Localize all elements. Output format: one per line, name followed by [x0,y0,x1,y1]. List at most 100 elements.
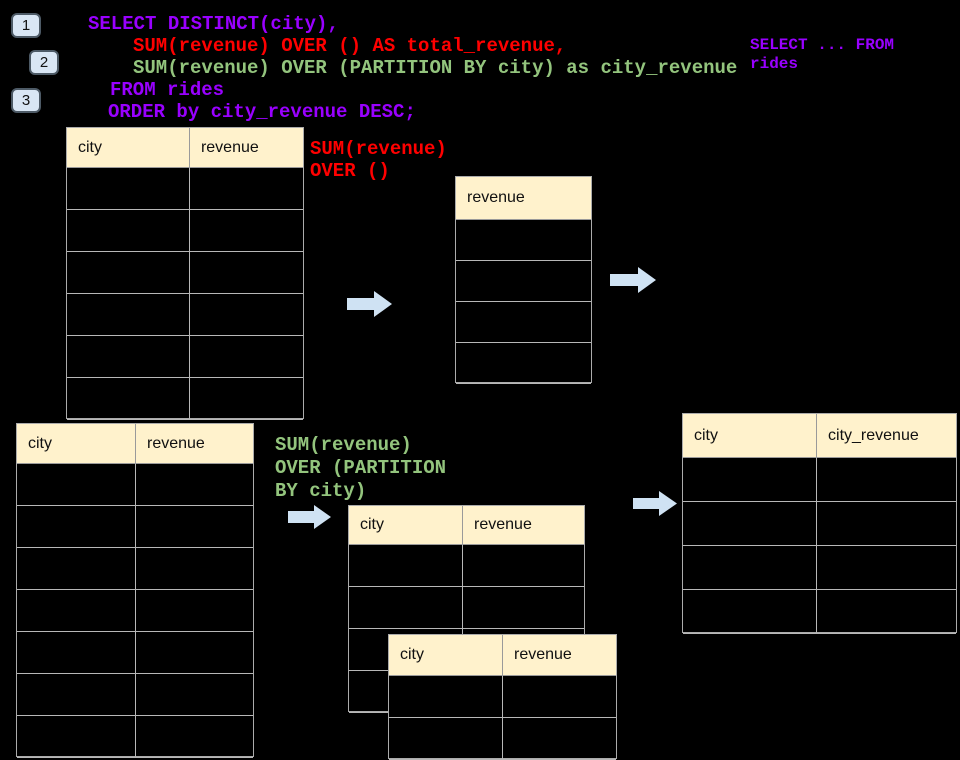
table-cell-empty [389,676,503,717]
table-cell-empty [67,210,190,251]
table-row [17,548,253,590]
table-cell-empty [190,168,303,209]
table-row [67,210,303,252]
table-row [456,302,591,343]
sql-abbrev-line2: rides [750,55,799,73]
table-row [67,252,303,294]
table-cell-empty [17,716,136,757]
table-row [67,168,303,210]
table-row [17,674,253,716]
table-cell-empty [17,548,136,589]
table-cell-empty [683,590,818,633]
table-cell-empty [136,506,253,547]
step-badge-label: 3 [21,92,31,109]
arrow-right-icon [347,291,392,317]
annotation-total-line1: SUM(revenue) [310,138,447,160]
table-row [17,464,253,506]
column-header-city: city [349,506,464,544]
table-cell-empty [136,716,253,757]
table-cell-empty [190,210,303,251]
table-row [17,506,253,548]
table-cell-empty [17,674,136,715]
step-badge-label: 1 [21,17,31,34]
table-row [67,336,303,378]
table-cell-empty [503,676,616,717]
column-header-city: city [683,414,818,457]
table-cell-empty [17,506,136,547]
table-row [389,676,616,718]
table-row [349,587,584,629]
table-header-row: city revenue [389,635,616,676]
table-cell-empty [17,632,136,673]
annotation-partition-line2: OVER (PARTITION [275,457,447,479]
table-row [349,545,584,587]
table-row [456,220,591,261]
table-row [683,546,956,590]
table-cell-empty [136,548,253,589]
table-cell-empty [683,458,818,501]
table-header-row: city city_revenue [683,414,956,458]
annotation-total-line2: OVER () [310,160,390,182]
table-cell-empty [190,378,303,419]
table-source-top: city revenue [66,127,304,420]
table-row [17,716,253,758]
table-row [17,632,253,674]
table-row [67,294,303,336]
step-badge-label: 2 [39,54,49,71]
table-cell-empty [190,336,303,377]
table-cell-empty [67,294,190,335]
table-cell-empty [136,590,253,631]
table-cell-empty [456,220,591,260]
column-header-city: city [17,424,136,463]
table-cell-empty [817,546,956,589]
step-badge-2: 2 [29,50,59,75]
sql-line-from: FROM rides [110,79,225,101]
table-cell-empty [136,674,253,715]
sql-line-order: ORDER by city_revenue DESC; [108,101,416,123]
column-header-city: city [67,128,190,167]
table-revenue-only: revenue [455,176,592,384]
table-cell-empty [683,502,818,545]
table-cell-empty [456,343,591,383]
column-header-revenue: revenue [514,646,572,663]
arrow-right-icon [633,491,677,516]
table-row [456,343,591,384]
table-cell-empty [67,336,190,377]
table-cell-empty [463,587,584,628]
table-cell-empty [503,718,616,759]
table-row [389,718,616,760]
sql-line-partition: SUM(revenue) OVER (PARTITION BY city) as… [133,57,738,79]
table-cell-empty [463,545,584,586]
table-cell-empty [136,632,253,673]
table-cell-empty [817,458,956,501]
table-header-row: city revenue [17,424,253,464]
table-cell-empty [136,464,253,505]
column-header-revenue: revenue [147,434,205,452]
arrow-right-icon [288,505,331,529]
table-cell-empty [190,252,303,293]
column-header-city-revenue: city_revenue [828,426,919,444]
column-header-revenue: revenue [474,516,532,533]
table-row [683,502,956,546]
table-cell-empty [817,590,956,633]
table-cell-empty [17,590,136,631]
table-header-row: revenue [456,177,591,220]
table-cell-empty [67,252,190,293]
table-cell-empty [349,587,464,628]
step-badge-1: 1 [11,13,41,38]
table-result: city city_revenue [682,413,957,634]
table-header-row: city revenue [67,128,303,168]
arrow-right-icon [610,267,656,293]
sql-line-total: SUM(revenue) OVER () AS total_revenue, [133,35,567,57]
table-cell-empty [67,168,190,209]
step-badge-3: 3 [11,88,41,113]
table-partition-overlay: city revenue [388,634,617,760]
table-cell-empty [683,546,818,589]
table-cell-empty [389,718,503,759]
table-row [67,378,303,420]
table-row [456,261,591,302]
table-row [683,458,956,502]
column-header-city: city [389,635,503,675]
table-header-row: city revenue [349,506,584,545]
annotation-partition-line1: SUM(revenue) [275,434,412,456]
